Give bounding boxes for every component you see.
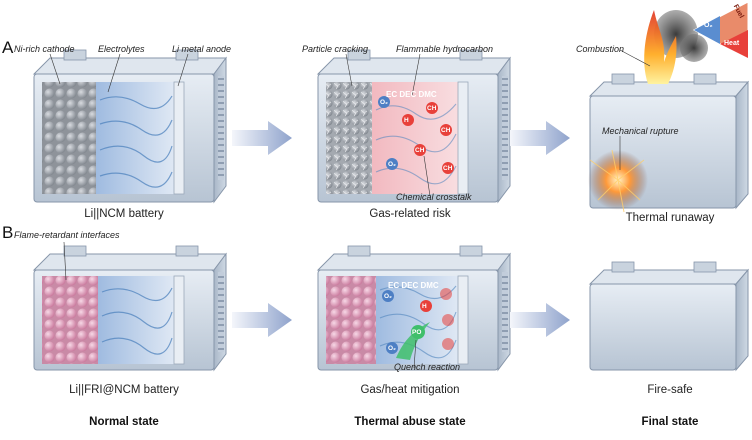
anno-solvents-b: EC DEC DMC <box>388 281 439 290</box>
li-metal-anode <box>173 81 185 195</box>
anno-interfaces: Flame-retardant interfaces <box>14 230 120 240</box>
arrow-b1 <box>232 303 292 337</box>
arrow-a1 <box>232 121 292 155</box>
caption-b2: Gas/heat mitigation <box>360 384 460 396</box>
caption-b1: Li||FRI@NCM battery <box>69 384 179 396</box>
fri-cathode-pink <box>42 276 98 364</box>
anno-crosstalk: Chemical crosstalk <box>396 192 472 202</box>
anno-quench: Quench reaction <box>394 362 461 372</box>
caption-a3: Thermal runaway <box>625 212 715 224</box>
battery-b3 <box>588 261 750 372</box>
caption-b3: Fire-safe <box>647 384 693 396</box>
panel-label-a: A <box>2 38 14 57</box>
leader-lines <box>49 49 651 369</box>
anno-cathode: Ni-rich cathode <box>14 44 75 54</box>
anno-combustion: Combustion <box>576 44 625 54</box>
svg-text:CH: CH <box>427 105 437 112</box>
battery-a2: O₂ H CH CH CH O₂ CH <box>316 49 511 204</box>
caption-a1: Li||NCM battery <box>84 208 164 220</box>
state-thermal-abuse: Thermal abuse state <box>354 416 466 428</box>
triangle-oxygen: O₂ <box>704 22 713 29</box>
gas-molecules: O₂ H CH CH CH O₂ CH <box>378 96 454 174</box>
anno-hydrocarbon: Flammable hydrocarbon <box>396 44 494 54</box>
anno-anode: Li metal anode <box>172 44 232 54</box>
anno-solvents-a: EC DEC DMC <box>386 90 437 99</box>
battery-b1 <box>32 245 227 372</box>
battery-a1 <box>32 49 227 204</box>
svg-text:H: H <box>422 303 427 310</box>
svg-text:O₂: O₂ <box>384 293 392 300</box>
svg-text:PO: PO <box>412 329 421 336</box>
battery-b2: O₂ H PO O₂ <box>316 245 511 372</box>
combustion-flame <box>644 10 677 84</box>
svg-text:O₂: O₂ <box>388 345 396 352</box>
state-normal: Normal state <box>89 416 159 428</box>
svg-text:O₂: O₂ <box>380 99 388 106</box>
svg-text:CH: CH <box>443 165 453 172</box>
fire-triangle <box>692 1 749 59</box>
caption-a2: Gas-related risk <box>369 208 451 220</box>
arrow-a2 <box>510 121 570 155</box>
anno-electrolytes: Electrolytes <box>98 44 145 54</box>
battery-a3 <box>588 1 750 213</box>
state-final: Final state <box>641 416 699 428</box>
svg-text:O₂: O₂ <box>388 161 396 168</box>
arrow-b2 <box>510 303 570 337</box>
svg-text:H: H <box>404 117 409 124</box>
ncm-cathode-gray <box>42 82 96 194</box>
anno-cracking: Particle cracking <box>302 44 369 54</box>
triangle-heat: Heat <box>724 40 740 47</box>
cracked-cathode <box>326 82 372 194</box>
svg-text:CH: CH <box>441 127 451 134</box>
quench-molecules: O₂ H PO O₂ <box>382 288 454 354</box>
panel-label-b: B <box>2 223 14 242</box>
anno-rupture: Mechanical rupture <box>602 126 679 136</box>
svg-text:CH: CH <box>415 147 425 154</box>
